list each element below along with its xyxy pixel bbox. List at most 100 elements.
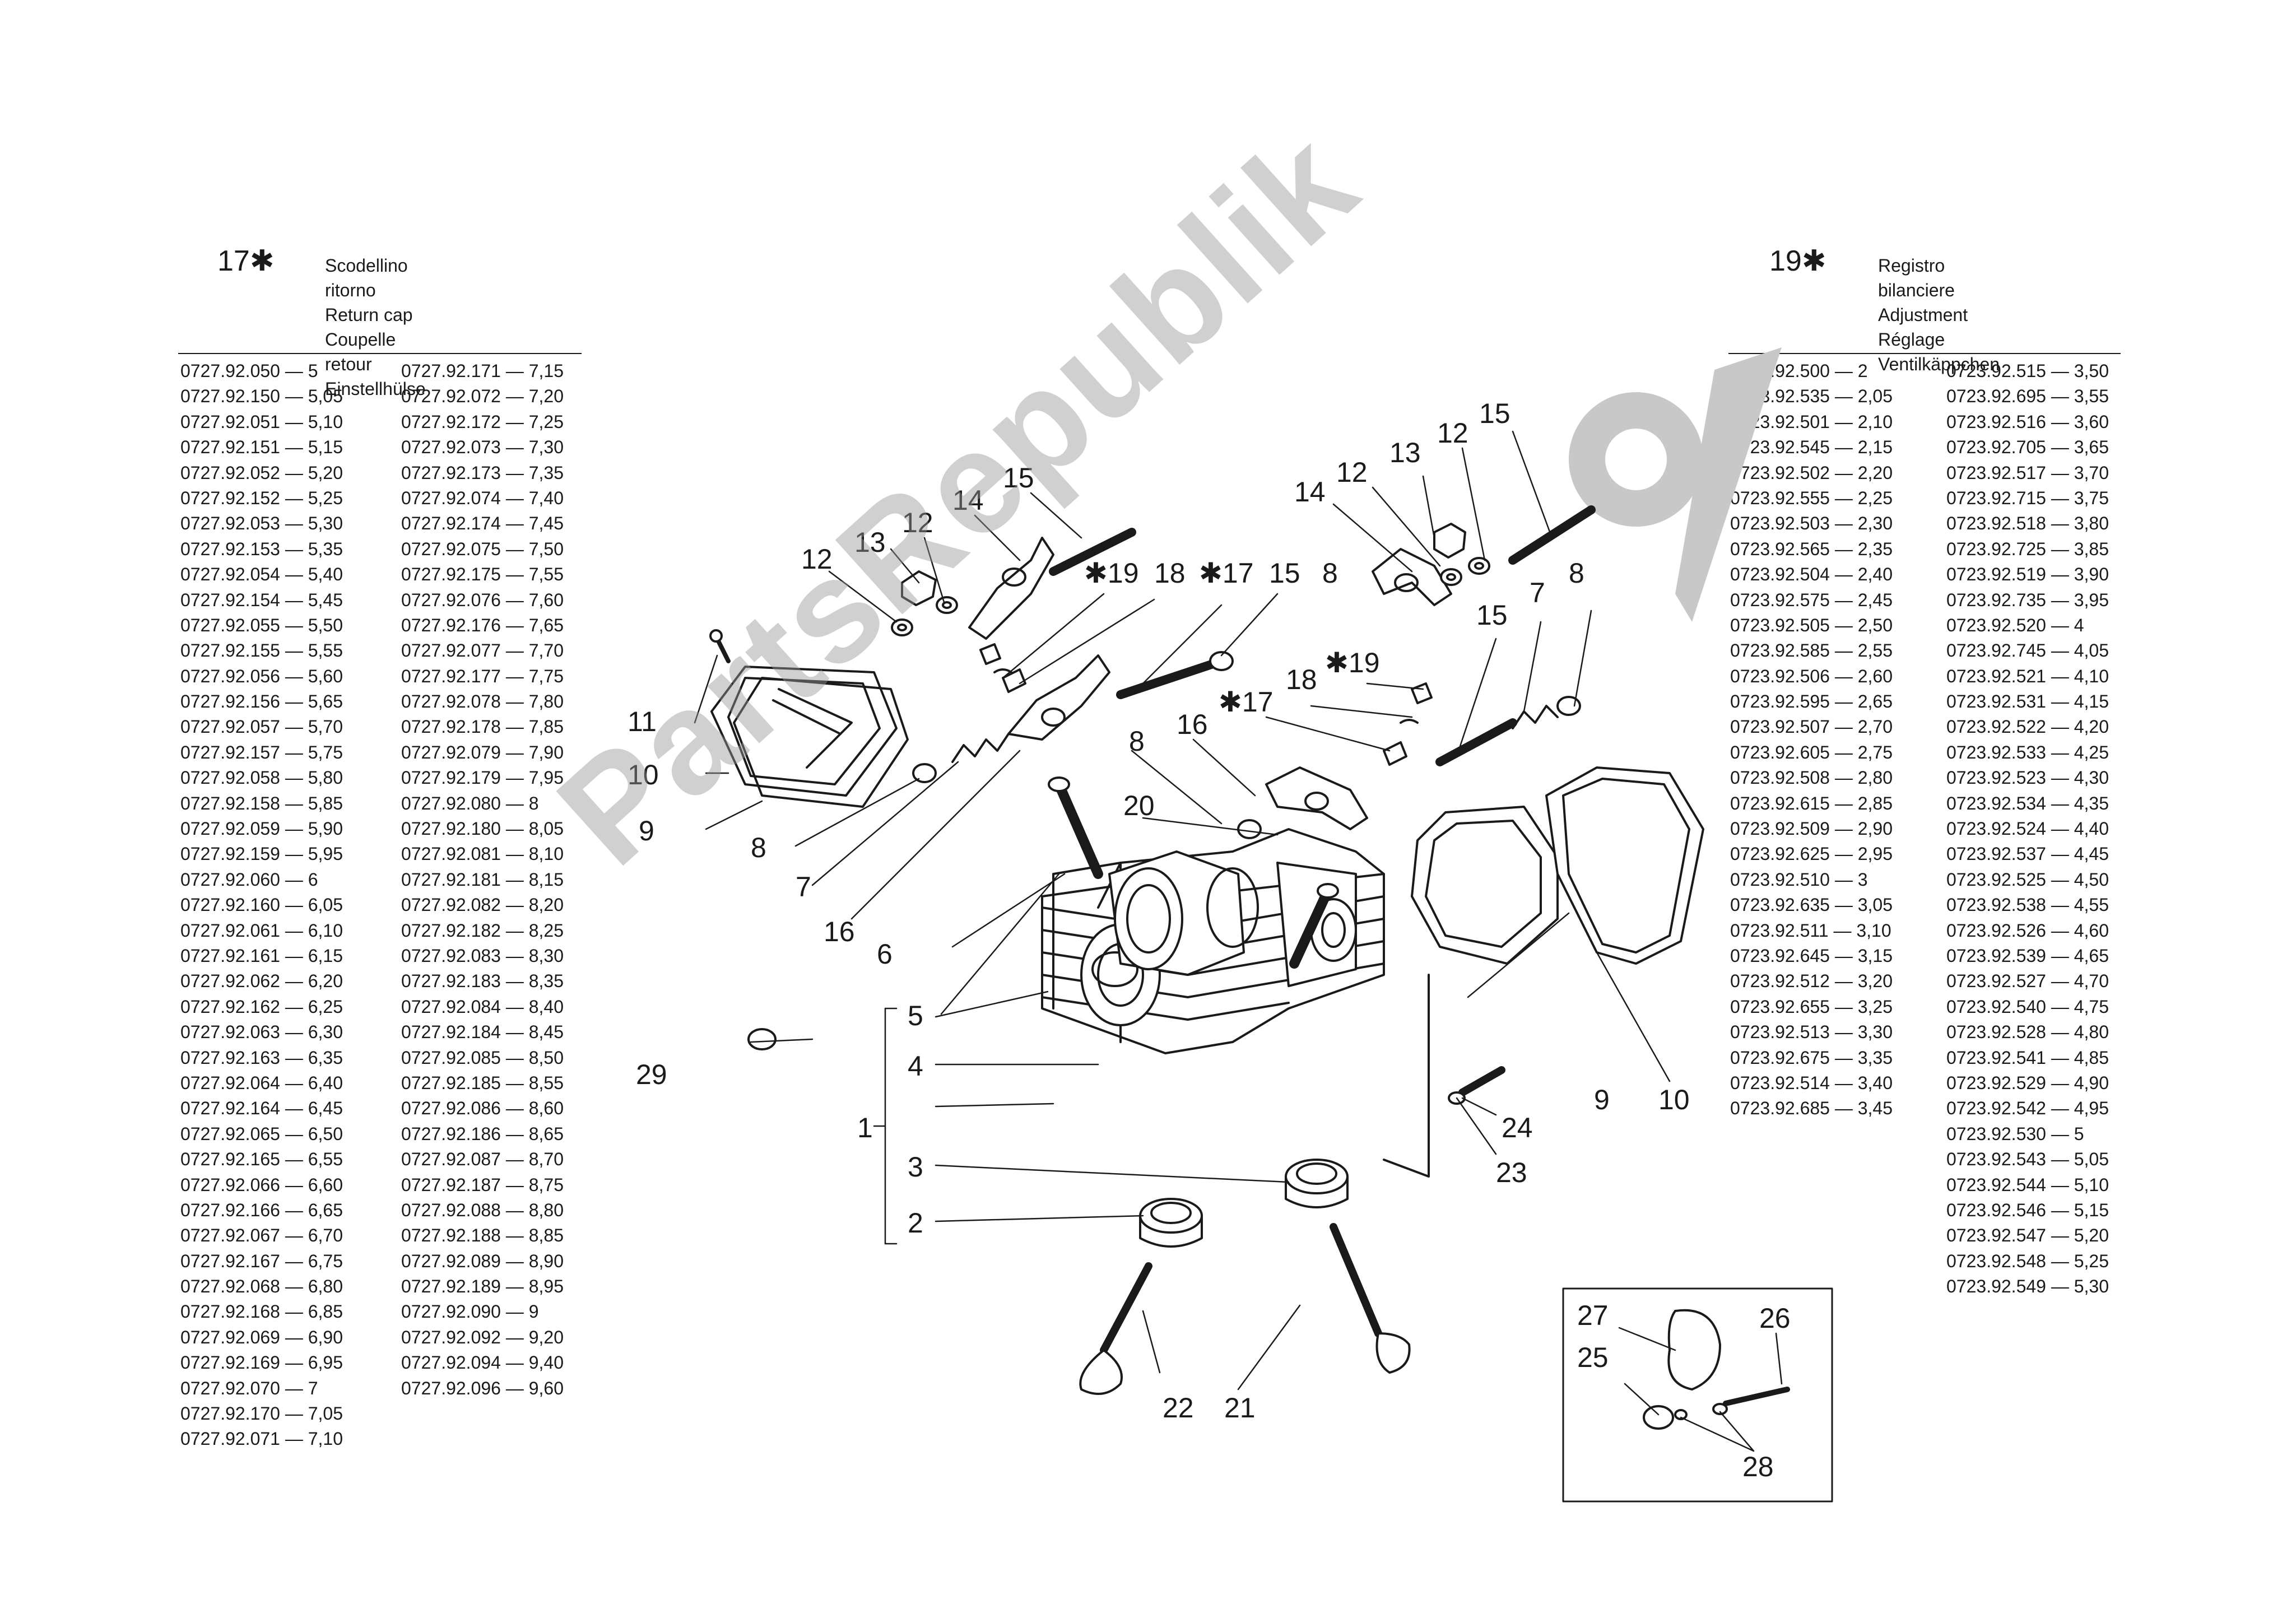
part-code-row: 0723.92.585 — 2,55 bbox=[1730, 640, 1893, 661]
part-code-row: 0723.92.534 — 4,35 bbox=[1946, 793, 2109, 813]
part-code-row: 0727.92.154 — 5,45 bbox=[180, 589, 343, 610]
part-code-row: 0727.92.180 — 8,05 bbox=[401, 819, 564, 839]
part-code-row: 0723.92.685 — 3,45 bbox=[1730, 1098, 1893, 1119]
part-code-row: 0723.92.533 — 4,25 bbox=[1946, 742, 2109, 762]
part-code-row: 0727.92.086 — 8,60 bbox=[401, 1098, 564, 1119]
callout-21: 21 bbox=[1224, 1392, 1256, 1424]
part-code-row: 0723.92.595 — 2,65 bbox=[1730, 691, 1893, 712]
name-de: Ventilkäppchen bbox=[1878, 354, 2000, 374]
part-code-row: 0727.92.184 — 8,45 bbox=[401, 1022, 564, 1043]
part-code-row: 0727.92.096 — 9,60 bbox=[401, 1378, 564, 1398]
part-code-row: 0723.92.539 — 4,65 bbox=[1946, 945, 2109, 966]
cylinder-head bbox=[1041, 828, 1430, 1178]
clip-18a bbox=[993, 668, 1012, 673]
callout-26: 26 bbox=[1759, 1303, 1791, 1334]
part-code-row: 0727.92.189 — 8,95 bbox=[401, 1276, 564, 1297]
part-code-row: 0723.92.528 — 4,80 bbox=[1946, 1022, 2109, 1043]
divider bbox=[178, 353, 582, 354]
part-code-row: 0727.92.092 — 9,20 bbox=[401, 1327, 564, 1347]
watermark-logo-icon bbox=[1569, 347, 1782, 622]
shim-8d bbox=[1556, 696, 1581, 716]
valve-seal-left bbox=[1139, 1198, 1203, 1248]
part-code-row: 0723.92.519 — 3,90 bbox=[1946, 564, 2109, 585]
part-code-row: 0723.92.695 — 3,55 bbox=[1946, 386, 2109, 407]
washer-12c bbox=[1440, 568, 1462, 586]
part-code-row: 0723.92.735 — 3,95 bbox=[1946, 589, 2109, 610]
spring-7-right bbox=[1512, 705, 1559, 729]
part-code-row: 0723.92.715 — 3,75 bbox=[1946, 487, 2109, 508]
part-code-row: 0727.92.076 — 7,60 bbox=[401, 589, 564, 610]
part-code-row: 0727.92.152 — 5,25 bbox=[180, 487, 343, 508]
callout-4: 4 bbox=[908, 1050, 923, 1082]
part-code-row: 0727.92.056 — 5,60 bbox=[180, 666, 343, 686]
part-code-row: 0727.92.176 — 7,65 bbox=[401, 615, 564, 635]
part-code-row: 0723.92.506 — 2,60 bbox=[1730, 666, 1893, 686]
part-code-row: 0727.92.083 — 8,30 bbox=[401, 945, 564, 966]
part-code-row: 0723.92.546 — 5,15 bbox=[1946, 1199, 2109, 1220]
part-code-row: 0727.92.165 — 6,55 bbox=[180, 1149, 343, 1170]
part-code-row: 0723.92.521 — 4,10 bbox=[1946, 666, 2109, 686]
part-code-row: 0727.92.067 — 6,70 bbox=[180, 1225, 343, 1246]
callout-12b: 12 bbox=[902, 507, 933, 538]
part-code-row: 0727.92.173 — 7,35 bbox=[401, 462, 564, 483]
part-code-row: 0727.92.060 — 6 bbox=[180, 869, 318, 890]
part-code-row: 0723.92.517 — 3,70 bbox=[1946, 462, 2109, 483]
part-code-row: 0723.92.525 — 4,50 bbox=[1946, 869, 2109, 890]
part-code-row: 0727.92.079 — 7,90 bbox=[401, 742, 564, 762]
valve-seal-right bbox=[1285, 1159, 1349, 1208]
cover-screw-11 bbox=[709, 629, 731, 663]
part-code-row: 0727.92.084 — 8,40 bbox=[401, 996, 564, 1017]
cylinder-head-exploded-diagram: 1 2 3 4 5 6 7 7 8 8 8 8 9 9 10 10 11 12 … bbox=[628, 347, 1833, 1503]
rocker-shaft-mid-left bbox=[1116, 657, 1226, 699]
name-it: Registro bilanciere bbox=[1878, 255, 1955, 300]
callout-15a: 15 bbox=[1003, 462, 1034, 494]
part-code-row: 0723.92.510 — 3 bbox=[1730, 869, 1868, 890]
part-code-row: 0727.92.157 — 5,75 bbox=[180, 742, 343, 762]
shim-8b bbox=[1237, 819, 1262, 839]
callout-16b: 16 bbox=[1177, 709, 1208, 740]
part-code-row: 0727.92.155 — 5,55 bbox=[180, 640, 343, 661]
part-code-row: 0727.92.072 — 7,20 bbox=[401, 386, 564, 407]
return-cap-17b bbox=[1383, 741, 1407, 766]
callout-6: 6 bbox=[877, 938, 893, 970]
part-code-row: 0727.92.160 — 6,05 bbox=[180, 895, 343, 915]
name-en: Adjustment bbox=[1878, 305, 1968, 325]
part-code-row: 0727.92.183 — 8,35 bbox=[401, 971, 564, 992]
inset-detail-box bbox=[1562, 1287, 1833, 1503]
callout-8a: 8 bbox=[751, 832, 766, 863]
part-code-row: 0723.92.511 — 3,10 bbox=[1730, 920, 1891, 941]
part-code-row: 0727.92.053 — 5,30 bbox=[180, 513, 343, 534]
ref-19-label: 19✱ bbox=[1769, 247, 1826, 276]
part-code-row: 0723.92.520 — 4 bbox=[1946, 615, 2084, 635]
part-code-row: 0723.92.512 — 3,20 bbox=[1730, 971, 1893, 992]
part-code-row: 0727.92.059 — 5,90 bbox=[180, 819, 343, 839]
part-code-row: 0727.92.058 — 5,80 bbox=[180, 768, 343, 788]
callout-28: 28 bbox=[1742, 1451, 1774, 1482]
return-cap-17a bbox=[1002, 668, 1026, 693]
rocker-arm-16-left bbox=[1007, 654, 1110, 741]
callout-13a: 13 bbox=[854, 527, 886, 558]
callout-8b: 8 bbox=[1129, 726, 1145, 757]
name-fr: Réglage bbox=[1878, 329, 1945, 350]
part-code-row: 0727.92.188 — 8,85 bbox=[401, 1225, 564, 1246]
callout-17a: ✱17 bbox=[1199, 557, 1254, 589]
callout-15c: 15 bbox=[1479, 398, 1510, 429]
part-code-row: 0723.92.745 — 4,05 bbox=[1946, 640, 2109, 661]
part-code-row: 0727.92.170 — 7,05 bbox=[180, 1403, 343, 1424]
callout-3: 3 bbox=[908, 1151, 923, 1183]
part-code-row: 0723.92.508 — 2,80 bbox=[1730, 768, 1893, 788]
part-code-row: 0723.92.503 — 2,30 bbox=[1730, 513, 1893, 534]
callout-7a: 7 bbox=[796, 871, 811, 903]
callout-19a: ✱19 bbox=[1084, 557, 1139, 589]
part-code-row: 0727.92.187 — 8,75 bbox=[401, 1174, 564, 1195]
exhaust-valve bbox=[1079, 1262, 1152, 1395]
part-code-row: 0723.92.538 — 4,55 bbox=[1946, 895, 2109, 915]
part-code-row: 0723.92.705 — 3,65 bbox=[1946, 437, 2109, 458]
push-rod-5 bbox=[1289, 883, 1339, 969]
callout-20: 20 bbox=[1123, 790, 1155, 821]
callout-25: 25 bbox=[1577, 1342, 1609, 1373]
part-code-row: 0723.92.527 — 4,70 bbox=[1946, 971, 2109, 992]
part-code-row: 0727.92.169 — 6,95 bbox=[180, 1352, 343, 1373]
part-code-row: 0723.92.542 — 4,95 bbox=[1946, 1098, 2109, 1119]
callout-2: 2 bbox=[908, 1207, 923, 1239]
